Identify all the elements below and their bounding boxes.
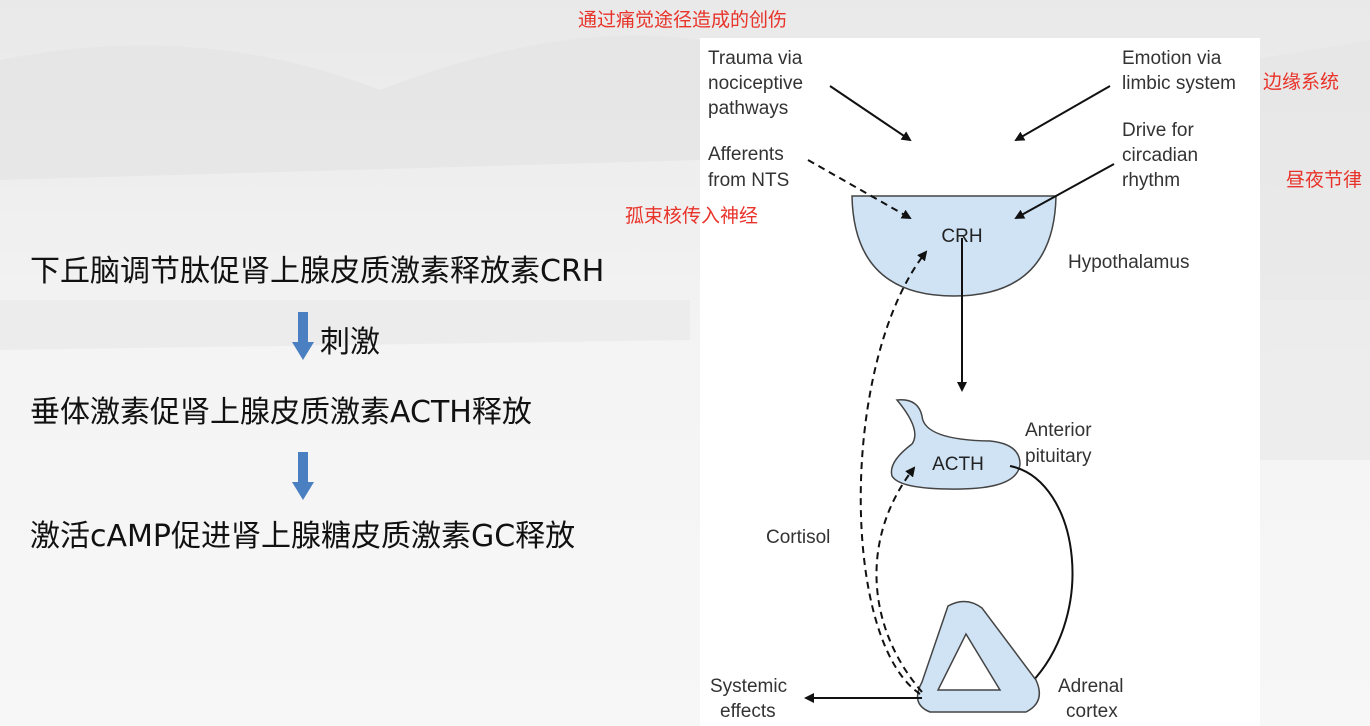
pituitary-shape	[890, 399, 1021, 490]
down-arrow-2	[292, 452, 314, 500]
nts-note: 孤束核传入神经	[625, 205, 759, 227]
pituitary-label: pituitary	[1025, 446, 1092, 467]
afferents-arrow	[807, 159, 912, 219]
drive-label-3: rhythm	[1122, 170, 1180, 191]
trauma-label-3: pathways	[708, 98, 788, 119]
limbic-note: 边缘系统	[1263, 71, 1340, 93]
trauma-label-1: Trauma via	[708, 48, 803, 69]
emotion-label-2: limbic system	[1122, 73, 1236, 94]
pain-pathway-note: 通过痛觉途径造成的创伤	[578, 9, 788, 31]
circadian-note: 昼夜节律	[1286, 169, 1363, 191]
crh-label: CRH	[941, 226, 982, 247]
afferents-label-2: from NTS	[708, 170, 789, 191]
emotion-arrow	[1014, 85, 1111, 141]
hypothalamus-shape	[851, 195, 1057, 297]
drive-label-1: Drive for	[1122, 120, 1194, 141]
emotion-label-1: Emotion via	[1122, 48, 1222, 69]
flow-step-crh: 下丘脑调节肽促肾上腺皮质激素释放素CRH	[30, 254, 605, 289]
trauma-label-2: nociceptive	[708, 73, 803, 94]
hypothalamus-label: Hypothalamus	[1068, 252, 1189, 273]
trauma-arrow	[829, 85, 912, 142]
afferents-label-1: Afferents	[708, 144, 784, 165]
effects-label: effects	[720, 701, 776, 722]
acth-to-adrenal-arrow	[1009, 465, 1074, 692]
flow-step-acth: 垂体激素促肾上腺皮质激素ACTH释放	[30, 395, 532, 430]
cortisol-label: Cortisol	[766, 527, 830, 548]
acth-label: ACTH	[932, 454, 984, 475]
adrenal-label: Adrenal	[1058, 676, 1124, 697]
drive-label-2: circadian	[1122, 145, 1198, 166]
cortex-label: cortex	[1066, 701, 1118, 722]
anterior-label: Anterior	[1025, 420, 1092, 441]
down-arrow-1	[292, 312, 314, 360]
systemic-label: Systemic	[710, 676, 787, 697]
stimulate-label: 刺激	[320, 325, 380, 360]
cortisol-feedback-to-acth	[875, 466, 923, 693]
flow-step-gc: 激活cAMP促进肾上腺糖皮质激素GC释放	[30, 519, 576, 554]
drive-arrow	[1014, 163, 1115, 219]
